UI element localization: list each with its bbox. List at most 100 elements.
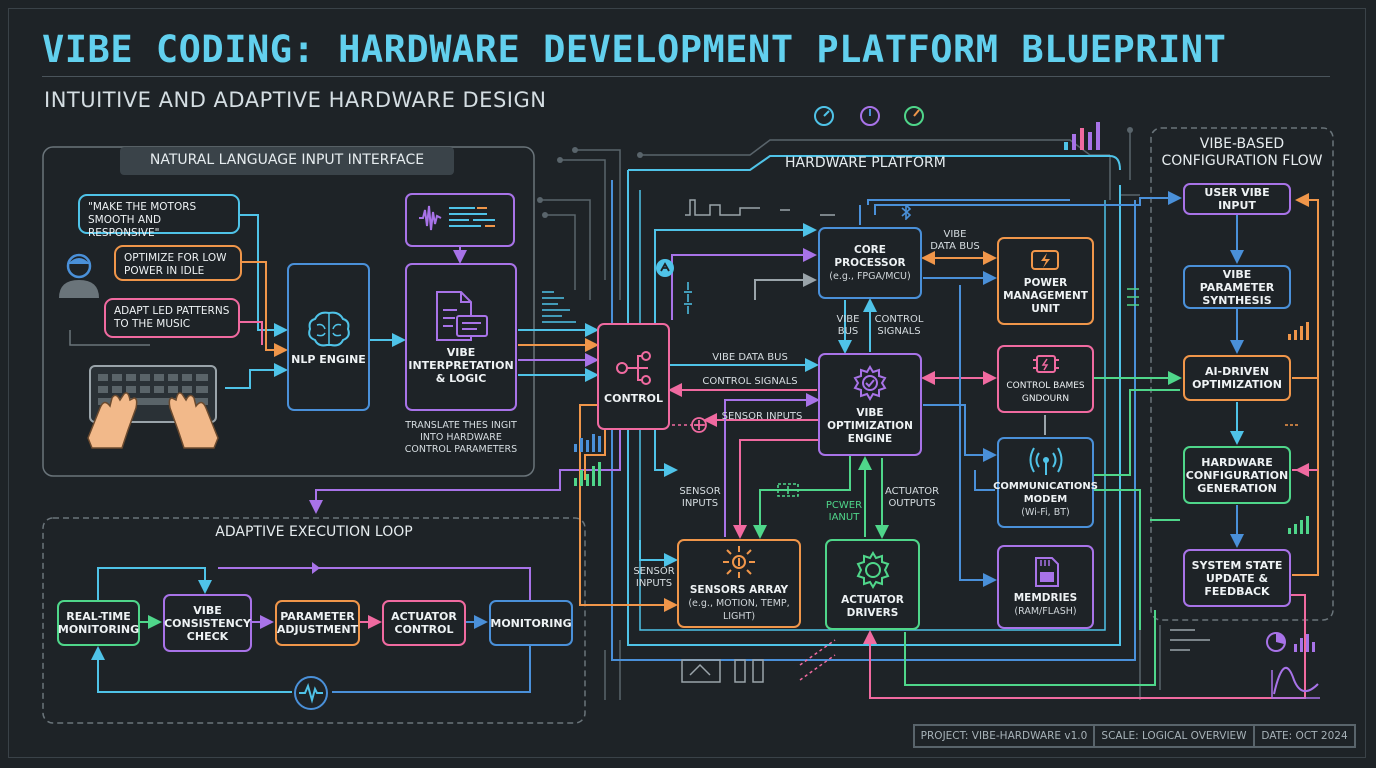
loop-step-actuator-control: ACTUATOR CONTROL <box>382 600 466 646</box>
sensors-array-sub: (e.g., MOTION, TEMP, LIGHT) <box>688 598 790 622</box>
actuator-drivers-box: ACTUATOR DRIVERS <box>825 539 920 630</box>
core-processor-box: CORE PROCESSOR (e.g., FPGA/MCU) <box>818 227 922 299</box>
config-step-hardware-generation: HARDWARE CONFIGURATION GENERATION <box>1183 446 1291 504</box>
communications-modem-sub: (Wi-Fi, BT) <box>1021 507 1070 518</box>
network-badge-icon <box>656 259 674 277</box>
loop-step-realtime-monitoring: REAL-TIME MONITORING <box>57 600 140 646</box>
bar-mini-orange-icon <box>1288 322 1309 340</box>
footer-titleblock <box>913 724 1356 748</box>
config-step-label: VIBE PARAMETER SYNTHESIS <box>1199 267 1275 307</box>
nlp-engine-label: NLP ENGINE <box>291 352 366 366</box>
crosshair-icon <box>691 417 707 433</box>
label-power-input: PCWER IANUT <box>825 500 863 523</box>
antenna-icon <box>1029 447 1062 475</box>
config-step-label: HARDWARE CONFIGURATION GENERATION <box>1185 455 1289 495</box>
loop-step-label: VIBE CONSISTENCY CHECK <box>164 603 251 643</box>
config-step-label: USER VIBE INPUT <box>1204 186 1270 212</box>
loop-step-parameter-adjustment: PARAMETER ADJUSTMENT <box>275 600 360 646</box>
label-sensor-inputs-mid: SENSOR INPUTS <box>679 486 721 509</box>
bar-graph-icon <box>1064 122 1100 150</box>
translate-note: TRANSLATE THES INGIT INTO HARDWARE CONTR… <box>404 420 518 455</box>
label-vibe-data-bus: VIBE DATA BUS <box>712 352 788 363</box>
waveform-code-box <box>405 193 515 247</box>
hardware-platform-title: HARDWARE PLATFORM <box>785 155 946 171</box>
loop-title: ADAPTIVE EXECUTION LOOP <box>215 524 413 540</box>
power-management-label: POWER MANAGEMENT UNIT <box>1003 276 1088 315</box>
nl-panel-title: NATURAL LANGUAGE INPUT INTERFACE <box>149 152 425 168</box>
label-sensor-inputs-low: SENSOR INPUTS <box>633 566 675 589</box>
communications-modem-box: COMMUNICATIONS MODEM (Wi-Fi, BT) <box>993 437 1098 528</box>
resistor-icon <box>684 282 692 314</box>
chip-icon <box>1032 355 1059 373</box>
memories-label: MEMDRIES <box>1013 592 1078 604</box>
config-step-parameter-synthesis: VIBE PARAMETER SYNTHESIS <box>1183 265 1291 309</box>
keyboard-hands-icon <box>87 365 219 449</box>
gear-icon <box>856 550 889 589</box>
sensors-array-box: SENSORS ARRAY (e.g., MOTION, TEMP, LIGHT… <box>677 539 801 628</box>
label-vibe-data-bus-top: VIBE DATA BUS <box>930 229 980 252</box>
footer-date: DATE: OCT 2024 <box>1254 725 1355 747</box>
control-games-label: CONTROL BAMES GNDOURN <box>1006 381 1085 404</box>
label-control-signals: CONTROL SIGNALS <box>702 376 798 387</box>
memory-card-icon <box>1034 557 1059 587</box>
page-subtitle: INTUITIVE AND ADAPTIVE HARDWARE DESIGN <box>44 88 547 112</box>
actuator-drivers-label: ACTUATOR DRIVERS <box>841 593 904 619</box>
control-box: CONTROL <box>597 323 670 430</box>
vibe-interpretation-box: VIBE INTERPRETATION & LOGIC <box>405 263 517 411</box>
nlp-engine-box: NLP ENGINE <box>287 263 370 411</box>
memories-box: MEMDRIES (RAM/FLASH) <box>997 545 1094 629</box>
communications-modem-label: COMMUNICATIONS MODEM <box>993 481 1098 505</box>
power-plug-icon <box>777 483 799 497</box>
config-step-user-vibe-input: USER VIBE INPUT <box>1183 183 1291 215</box>
network-node-icon <box>615 351 651 385</box>
title-divider <box>42 76 1330 77</box>
vibe-optimization-engine-label: VIBE OPTIMIZATION ENGINE <box>827 407 913 445</box>
bar-mini-icons <box>574 434 601 486</box>
analytics-icons <box>1266 632 1320 699</box>
label-sensor-inputs-top: SENSOR INPUTS <box>721 411 803 422</box>
control-label: CONTROL <box>604 392 663 405</box>
circuit-glyph-icon <box>542 291 576 323</box>
config-step-label: AI-DRIVEN OPTIMIZATION <box>1192 365 1282 391</box>
vibe-optimization-engine-box: VIBE OPTIMIZATION ENGINE <box>818 353 922 456</box>
label-vibe-bus: VIBE BUS <box>836 314 860 337</box>
config-step-state-feedback: SYSTEM STATE UPDATE & FEEDBACK <box>1183 549 1291 607</box>
user-avatar-icon <box>59 253 99 298</box>
battery-bolt-icon <box>1030 249 1059 270</box>
heartbeat-monitor-icon <box>294 676 328 710</box>
sensor-radial-icon <box>723 546 755 578</box>
loop-step-consistency-check: VIBE CONSISTENCY CHECK <box>163 594 252 652</box>
core-processor-sub: (e.g., FPGA/MCU) <box>829 270 911 282</box>
page-title: VIBE CODING: HARDWARE DEVELOPMENT PLATFO… <box>42 28 1227 71</box>
loop-step-monitoring: MONITORING <box>489 600 573 646</box>
loop-step-label: ACTUATOR CONTROL <box>391 610 457 636</box>
loop-step-label: PARAMETER ADJUSTMENT <box>276 610 359 636</box>
config-flow-title: VIBE-BASED CONFIGURATION FLOW <box>1161 136 1323 169</box>
label-actuator-outputs: ACTUATOR OUTPUTS <box>884 486 940 509</box>
brain-icon <box>307 311 350 346</box>
outer-frame <box>8 8 1366 758</box>
nl-panel-header <box>120 147 454 175</box>
control-games-box: CONTROL BAMES GNDOURN <box>997 345 1094 413</box>
power-management-box: POWER MANAGEMENT UNIT <box>997 237 1094 325</box>
pin-glyph-icon <box>1127 288 1139 306</box>
waveform-icon <box>419 205 495 231</box>
prompt-bubble-power: OPTIMIZE FOR LOW POWER IN IDLE <box>114 245 242 281</box>
vibe-interpretation-label: VIBE INTERPRETATION & LOGIC <box>408 345 514 385</box>
memories-sub: (RAM/FLASH) <box>1014 606 1077 617</box>
prompt-bubble-motors: "MAKE THE MOTORS SMOOTH AND RESPONSIVE" <box>78 194 240 239</box>
loop-step-label: MONITORING <box>490 616 572 630</box>
document-icon <box>436 290 488 341</box>
prompt-bubble-led: ADAPT LED PATTERNS TO THE MUSIC <box>104 298 240 338</box>
bar-mini-green-icon <box>1288 516 1309 534</box>
config-step-ai-optimization: AI-DRIVEN OPTIMIZATION <box>1183 355 1291 401</box>
sensors-array-label: SENSORS ARRAY <box>689 584 789 596</box>
loop-step-label: REAL-TIME MONITORING <box>57 610 140 636</box>
config-step-label: SYSTEM STATE UPDATE & FEEDBACK <box>1191 558 1283 598</box>
footer-project: PROJECT: VIBE-HARDWARE v1.0 <box>914 725 1094 747</box>
gauge-icons <box>814 106 924 126</box>
bluetooth-icon <box>901 204 912 220</box>
gear-check-icon <box>853 365 887 401</box>
